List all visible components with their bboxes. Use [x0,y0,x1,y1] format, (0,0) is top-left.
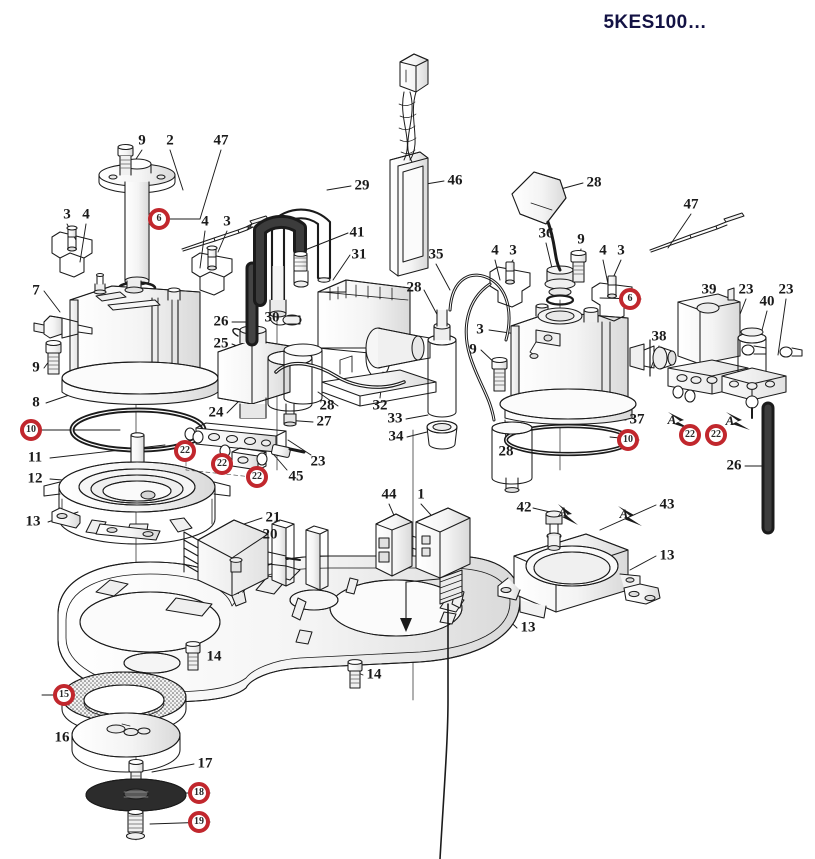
red-marker-22b[interactable]: 22 [211,453,233,475]
red-marker-22c[interactable]: 22 [246,466,268,488]
callout-39: 39 [701,281,717,298]
callout-4c: 4 [491,242,499,259]
callout-28a: 28 [406,279,422,296]
callout-13c: 13 [520,619,536,636]
callout-4b: 4 [201,213,209,230]
callout-2: 2 [166,132,174,149]
callout-30: 30 [264,309,280,326]
section-marker-a4: A [725,413,735,428]
callout-16: 16 [54,729,70,746]
callout-9d: 9 [469,341,477,358]
callout-32: 32 [372,397,388,414]
callout-37: 37 [629,411,645,428]
callout-8: 8 [32,394,40,411]
red-marker-22e[interactable]: 22 [705,424,727,446]
red-marker-19[interactable]: 19 [188,811,210,833]
callout-47b: 47 [683,196,699,213]
callout-42: 42 [516,499,532,516]
section-marker-a1: A [558,504,568,519]
callout-1: 1 [417,486,425,503]
callout-17: 17 [197,755,213,772]
callout-45: 45 [288,468,304,485]
callout-3e: 3 [476,321,484,338]
callout-11: 11 [27,449,43,466]
callout-33: 33 [387,410,403,427]
callout-4: 4 [82,206,90,223]
callout-27: 27 [316,413,332,430]
callout-20: 20 [262,526,278,543]
red-marker-10a[interactable]: 10 [20,419,42,441]
callout-36: 36 [538,225,554,242]
section-marker-a3: A [667,412,677,427]
callout-12: 12 [27,470,43,487]
callout-3d: 3 [617,242,625,259]
callout-9: 9 [138,132,146,149]
callout-47: 47 [213,132,229,149]
callout-41: 41 [349,224,365,241]
callout-3b: 3 [223,213,231,230]
callout-21: 21 [265,509,281,526]
callout-4d: 4 [599,242,607,259]
callout-9b: 9 [32,359,40,376]
callout-3: 3 [63,206,71,223]
callout-44: 44 [381,486,397,503]
callout-9c: 9 [577,231,585,248]
callout-35: 35 [428,246,444,263]
model-title: 5KES100… [603,12,707,33]
callout-23: 23 [310,453,326,470]
red-marker-10b[interactable]: 10 [617,429,639,451]
callout-46: 46 [447,172,463,189]
callout-14b: 14 [366,666,382,683]
callout-14a: 14 [206,648,222,665]
red-marker-6a[interactable]: 6 [148,208,170,230]
callout-26: 26 [213,313,229,330]
callout-38: 38 [651,328,667,345]
section-marker-a2: A [619,506,629,521]
callout-28c: 28 [498,443,514,460]
callout-26b: 26 [726,457,742,474]
red-marker-22a[interactable]: 22 [174,440,196,462]
callout-40: 40 [759,293,775,310]
callout-24: 24 [208,404,224,421]
callout-23b: 23 [738,281,754,298]
callout-28b: 28 [319,397,335,414]
red-marker-15[interactable]: 15 [53,684,75,706]
callout-25: 25 [213,335,229,352]
callout-43: 43 [659,496,675,513]
red-marker-18[interactable]: 18 [188,782,210,804]
callout-7: 7 [32,282,40,299]
red-marker-6b[interactable]: 6 [619,288,641,310]
callout-29: 29 [354,177,370,194]
callout-13b: 13 [659,547,675,564]
callout-31: 31 [351,246,367,263]
callout-23c: 23 [778,281,794,298]
callout-28d: 28 [586,174,602,191]
callout-34: 34 [388,428,404,445]
callout-13: 13 [25,513,41,530]
callout-3c: 3 [509,242,517,259]
red-marker-22d[interactable]: 22 [679,424,701,446]
